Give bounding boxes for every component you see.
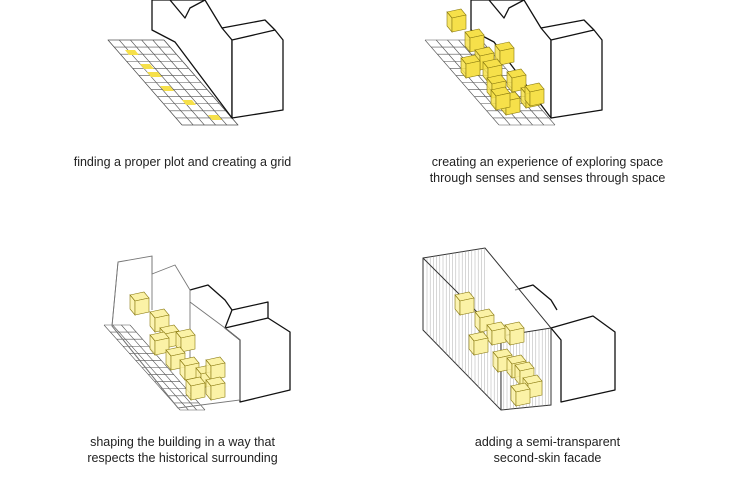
plot-cell [182, 100, 196, 105]
step-panel-plot-grid: finding a proper plot and creating a gri… [0, 0, 365, 240]
yellow-cube [510, 382, 531, 407]
cube-front [495, 92, 511, 111]
caption-line: second-skin facade [493, 451, 602, 465]
cube-front [491, 327, 507, 346]
step-caption: creating an experience of exploring spac… [365, 154, 730, 186]
yellow-cube [524, 82, 545, 107]
cube-front [210, 382, 226, 401]
building-end-wall [224, 317, 291, 403]
caption-line: respects the historical surrounding [87, 451, 278, 465]
cube-front [529, 88, 545, 107]
plot-cell [125, 50, 139, 55]
sensory-cubes [446, 8, 545, 116]
step-panel-sensory-experience: creating an experience of exploring spac… [365, 0, 730, 240]
yellow-cube [149, 308, 170, 333]
caption-line: shaping the building in a way that [90, 435, 275, 449]
building-roof-edge [221, 19, 276, 31]
grid-lines [107, 39, 239, 126]
second-skin-illustration [422, 247, 616, 411]
yellow-cube [205, 376, 226, 401]
plot-cell [208, 115, 222, 120]
volume-edge [111, 325, 179, 409]
building-end-wall [550, 29, 603, 119]
existing-building [189, 284, 291, 403]
yellow-cube [464, 28, 485, 53]
yellow-cube [175, 328, 196, 353]
plot-cell [140, 64, 154, 69]
caption-line: creating an experience of exploring spac… [431, 155, 664, 169]
caption-line: adding a semi-transparent [474, 435, 621, 449]
step-caption: adding a semi-transparent second-skin fa… [365, 434, 730, 466]
yellow-plot-cells [125, 50, 222, 120]
yellow-cube [129, 291, 150, 316]
building-roof-top [224, 301, 269, 329]
yellow-cube [446, 8, 467, 33]
yellow-cube [454, 291, 475, 316]
cube-front [134, 297, 150, 316]
step-panel-shaping-building: shaping the building in a way that respe… [0, 240, 365, 480]
cube-front [465, 60, 481, 79]
cube-front [473, 337, 489, 356]
building-end-wall [550, 315, 616, 403]
translucent-cubes [129, 291, 226, 401]
step-caption: finding a proper plot and creating a gri… [0, 154, 365, 170]
existing-building [151, 0, 284, 119]
plot-cell [160, 86, 174, 91]
yellow-cube [490, 86, 511, 111]
yellow-cube [149, 331, 170, 356]
volume-edge [111, 261, 119, 327]
cube-front [509, 327, 525, 346]
building-roof-notch [169, 0, 206, 19]
cube-front [210, 362, 226, 381]
sensory-cubes-illustration [424, 0, 603, 126]
grid-lines [103, 324, 206, 411]
building-roof-edge [189, 284, 233, 311]
yellow-cube [185, 376, 206, 401]
cube-front [459, 297, 475, 316]
building-roof-edge [514, 284, 558, 311]
yellow-cube [460, 54, 481, 79]
cube-front [515, 388, 531, 407]
caption-line: through senses and senses through space [429, 171, 666, 185]
cube-front [190, 382, 206, 401]
yellow-cube [205, 356, 226, 381]
caption-line: finding a proper plot and creating a gri… [73, 155, 292, 169]
shaped-building-illustration [103, 255, 291, 411]
step-caption: shaping the building in a way that respe… [0, 434, 365, 466]
yellow-cube [179, 356, 200, 381]
yellow-cube [486, 321, 507, 346]
existing-building [514, 284, 616, 403]
cube-front [451, 14, 467, 33]
translucent-cubes [454, 291, 543, 407]
building-end-wall [231, 29, 284, 119]
yellow-cube [504, 321, 525, 346]
cube-front [180, 334, 196, 353]
cube-front [499, 47, 515, 66]
plot-cell [147, 72, 162, 77]
yellow-cube [468, 331, 489, 356]
step-panel-second-skin: adding a semi-transparent second-skin fa… [365, 240, 730, 480]
building-roof-notch [488, 0, 525, 19]
building-roof-edge [540, 19, 595, 31]
plot-grid-illustration [107, 0, 284, 126]
